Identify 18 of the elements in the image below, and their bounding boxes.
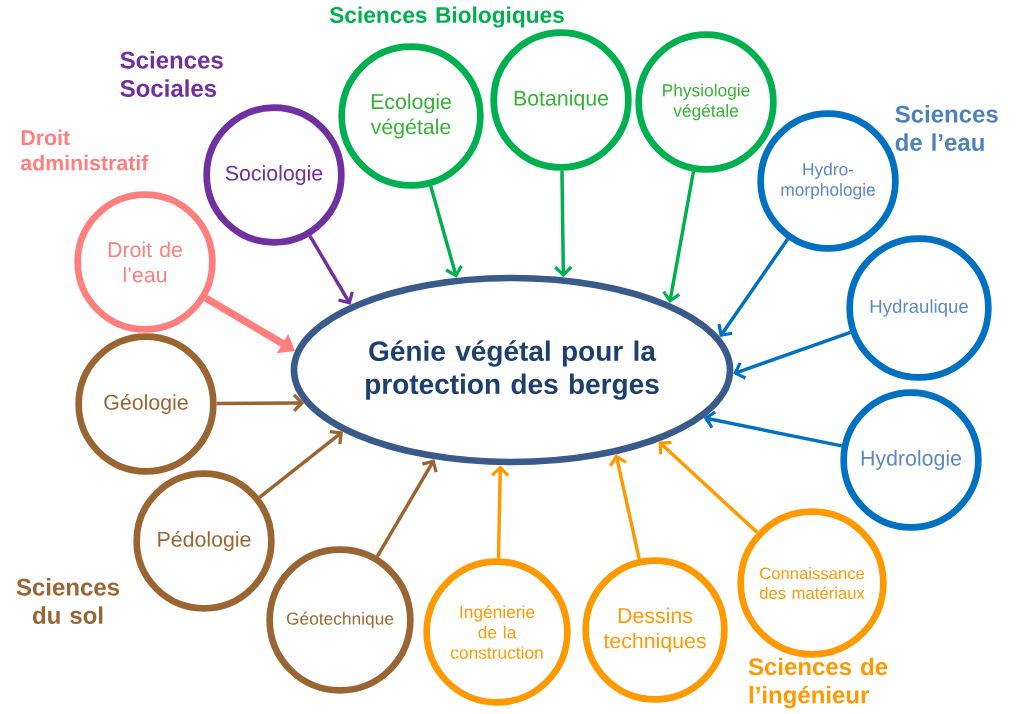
arrow (375, 459, 438, 558)
arrow (554, 170, 573, 278)
arrow (609, 454, 641, 560)
arrow (662, 171, 696, 304)
group-heading: Droit administratif (20, 129, 149, 171)
arrow (216, 393, 305, 413)
group-heading: Sciences du sol (16, 578, 120, 624)
arrow (703, 410, 843, 448)
arrow (308, 234, 354, 305)
arrow (733, 330, 852, 380)
group-heading: Sciences de l’ingénieur (748, 657, 888, 709)
group-heading: Sciences Sociales (120, 51, 223, 97)
group-heading: Sciences Biologiques (329, 6, 564, 28)
arrow (429, 185, 463, 278)
arrow (491, 465, 510, 559)
arrow (658, 440, 759, 534)
arrow (258, 430, 343, 499)
arrow (717, 238, 790, 338)
